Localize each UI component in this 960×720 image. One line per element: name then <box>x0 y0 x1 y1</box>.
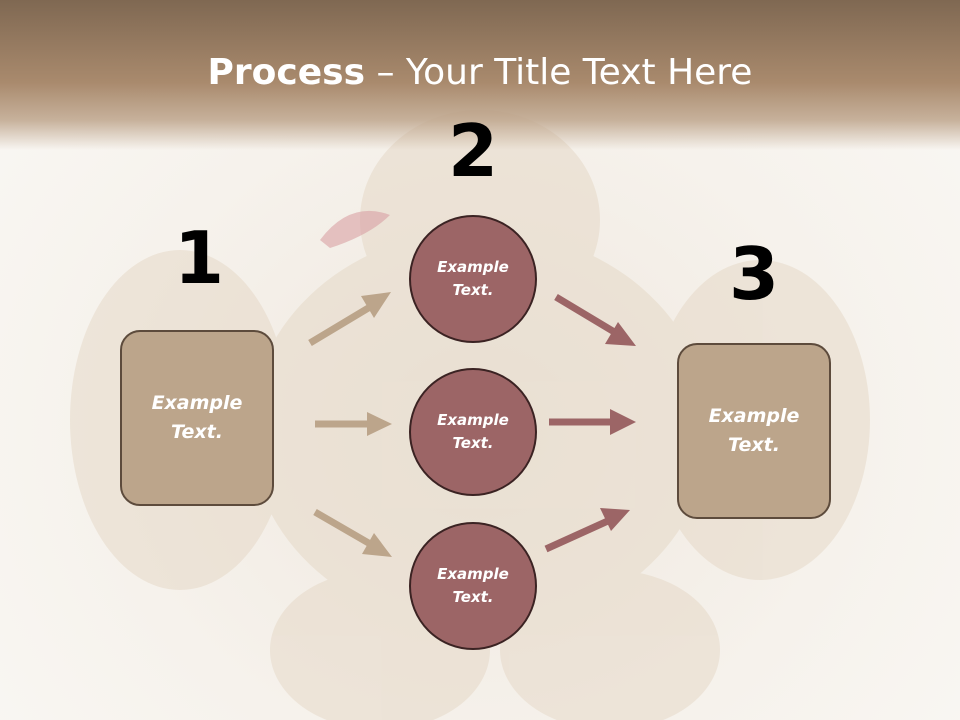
top-step-circle[interactable]: Example Text. <box>409 215 537 343</box>
slide-title: Process – Your Title Text Here <box>0 52 960 93</box>
title-bold: Process <box>207 52 366 93</box>
middle-step-circle[interactable]: Example Text. <box>409 368 537 496</box>
arrow-middle-to-right-head <box>610 409 636 435</box>
arrow-left-to-bottom-head <box>362 533 392 557</box>
left-step-box[interactable]: Example Text. <box>120 330 274 506</box>
left-step-box-label: Example Text. <box>151 392 243 443</box>
arrow-left-to-middle-head <box>367 412 392 436</box>
arrow-left-to-top-head <box>361 292 391 318</box>
step-number-1: 1 <box>173 216 225 300</box>
step-number-3: 3 <box>728 232 780 316</box>
arrow-left-to-bottom <box>313 508 374 549</box>
step-number-2: 2 <box>447 109 499 193</box>
middle-step-circle-label: Example Text. <box>437 411 509 452</box>
arrow-bottom-to-right-head <box>600 508 630 531</box>
title-bar <box>0 0 960 150</box>
bottom-step-circle-label: Example Text. <box>437 565 509 606</box>
arrow-left-to-top <box>308 303 372 347</box>
title-rest: Your Title Text Here <box>405 52 753 93</box>
right-step-box-label: Example Text. <box>708 405 800 456</box>
right-step-box[interactable]: Example Text. <box>677 343 831 519</box>
top-step-circle-label: Example Text. <box>437 258 509 299</box>
bottom-step-circle[interactable]: Example Text. <box>409 522 537 650</box>
arrow-top-to-right-head <box>605 322 636 346</box>
title-separator: – <box>365 52 406 93</box>
arrow-bottom-to-right <box>544 516 612 553</box>
arrow-top-to-right <box>554 293 618 337</box>
